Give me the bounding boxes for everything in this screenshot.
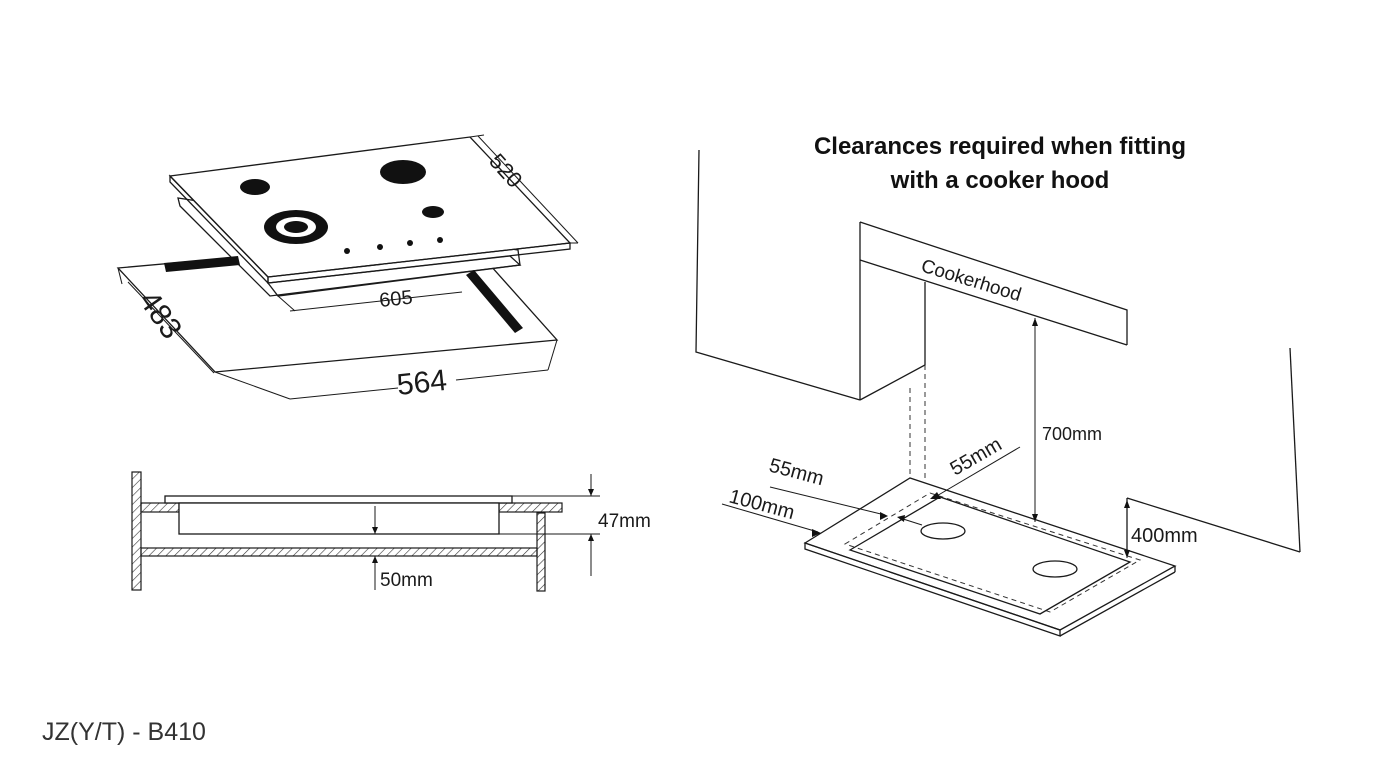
burner-small-icon — [240, 179, 270, 195]
clearance-title: Clearances required when fitting with a … — [770, 130, 1230, 198]
hob-gap-label: 50mm — [380, 570, 433, 591]
side-clearance-label: 55mm — [767, 455, 826, 491]
mounting-bracket-left — [164, 256, 240, 272]
burner-aux-icon — [422, 206, 444, 218]
cookerhood-label: Cookerhood — [919, 256, 1024, 306]
clearance-title-line1: Clearances required when fitting — [813, 133, 1187, 160]
burner-outline-icon — [920, 522, 966, 540]
mounting-bracket-right — [466, 270, 523, 333]
worktop-left — [140, 502, 180, 513]
wall-right — [1289, 347, 1301, 553]
wall-height-label: 400mm — [1131, 525, 1198, 547]
hob-outline — [848, 496, 1132, 615]
hood-height-label: 700mm — [1042, 424, 1102, 444]
hob-body-section — [178, 502, 500, 535]
cabinet-wall-left — [131, 471, 142, 591]
cabinet-shelf — [140, 547, 538, 557]
knob-icon — [407, 240, 413, 246]
hob-glass-section — [164, 495, 513, 504]
model-number: JZ(Y/T) - B410 — [42, 718, 206, 746]
worktop-right — [498, 502, 563, 513]
burner-outline-icon — [1032, 560, 1078, 578]
cutout-width-label: 564 — [395, 364, 448, 402]
hob-thickness-label: 47mm — [598, 511, 651, 532]
clearance-title-line2: with a cooker hood — [890, 167, 1110, 194]
knob-icon — [344, 248, 350, 254]
hob-glass-side — [267, 242, 571, 284]
hob-width-label: 605 — [378, 287, 413, 312]
wok-burner-center — [284, 221, 308, 233]
clearance-view: 700mm 400mm 55mm 55mm 100mm Cookerhood — [695, 149, 1301, 637]
cabinet-wall-right — [536, 512, 546, 592]
burner-large-icon — [380, 160, 426, 184]
knob-icon — [377, 244, 383, 250]
knob-icon — [437, 237, 443, 243]
hob-isometric-view: 520 605 564 483 — [116, 134, 579, 402]
wall-cabinet-left — [695, 149, 861, 401]
hob-section-view: 47mm 50mm — [131, 471, 651, 592]
